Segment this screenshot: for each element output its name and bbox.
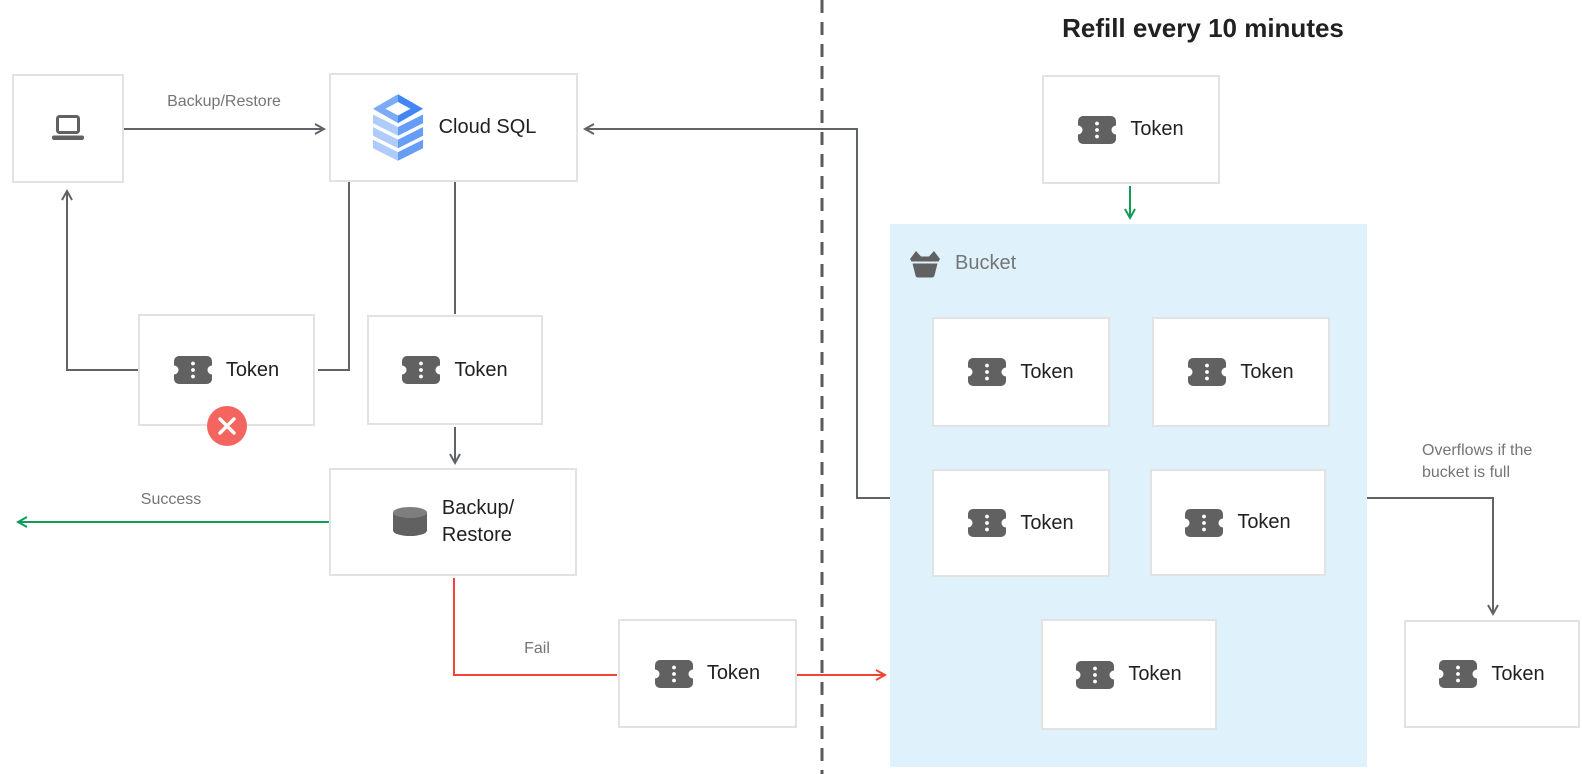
token-bucket-1-node: Token — [932, 317, 1110, 427]
token-label: Token — [1130, 118, 1184, 140]
token-label: Token — [706, 662, 761, 684]
token-failed-node: Token — [618, 619, 797, 728]
token-bucket-2-node: Token — [1152, 317, 1330, 427]
token-refill-node: Token — [1042, 75, 1220, 184]
overflow-note: Overflows if the bucket is full — [1422, 442, 1533, 481]
token-icon — [968, 358, 1007, 386]
token-pending-node: Token — [367, 315, 543, 425]
rejected-badge — [207, 406, 247, 446]
database-icon — [392, 507, 427, 536]
client-node — [12, 74, 124, 183]
cloud-sql-label: Cloud SQL — [438, 116, 537, 138]
token-label: Token — [454, 358, 508, 381]
token-overflow-node: Token — [1404, 620, 1580, 728]
token-label: Token — [1240, 360, 1294, 383]
token-icon — [1078, 115, 1117, 144]
bucket-icon — [910, 251, 940, 278]
token-bucket-4-node: Token — [1150, 469, 1326, 576]
edge-rejected-token-to-client — [61, 188, 139, 371]
edge-cloudsql-to-rejected-token — [318, 182, 350, 371]
token-icon — [1076, 660, 1115, 689]
token-label: Token — [1237, 511, 1291, 533]
token-icon — [968, 509, 1007, 537]
token-label: Token — [1491, 662, 1545, 685]
token-icon — [1185, 508, 1224, 537]
success-edge-label: Success — [140, 491, 202, 508]
bucket-label: Bucket — [955, 251, 1017, 274]
token-label: Token — [1128, 663, 1182, 685]
backup-restore-edge-label: Backup/Restore — [167, 93, 281, 110]
backup-restore-label: Backup/Restore — [441, 497, 515, 546]
cloud-sql-node: Cloud SQL — [329, 73, 578, 182]
cloud-sql-icon — [372, 93, 423, 161]
token-icon — [654, 659, 693, 688]
token-icon — [402, 356, 441, 384]
token-label: Token — [1020, 360, 1074, 383]
token-label: Token — [1020, 511, 1074, 534]
token-bucket-3-node: Token — [932, 469, 1110, 577]
token-icon — [1188, 358, 1227, 386]
edge-bucket-overflow — [1367, 497, 1499, 617]
backup-restore-node: Backup/Restore — [329, 468, 577, 576]
laptop-icon — [52, 115, 84, 140]
bucket-header: Bucket — [908, 248, 1016, 278]
token-icon — [173, 356, 212, 384]
edge-fail — [453, 578, 617, 676]
edge-bucket-to-cloudsql — [582, 123, 890, 499]
token-bucket-5-node: Token — [1041, 619, 1217, 730]
refill-title: Refill every 10 minutes — [1062, 13, 1344, 43]
token-icon — [1439, 660, 1478, 688]
x-mark-icon — [218, 417, 236, 435]
fail-edge-label: Fail — [524, 640, 550, 657]
token-rejected-node: Token — [138, 314, 315, 426]
token-label: Token — [225, 358, 280, 381]
